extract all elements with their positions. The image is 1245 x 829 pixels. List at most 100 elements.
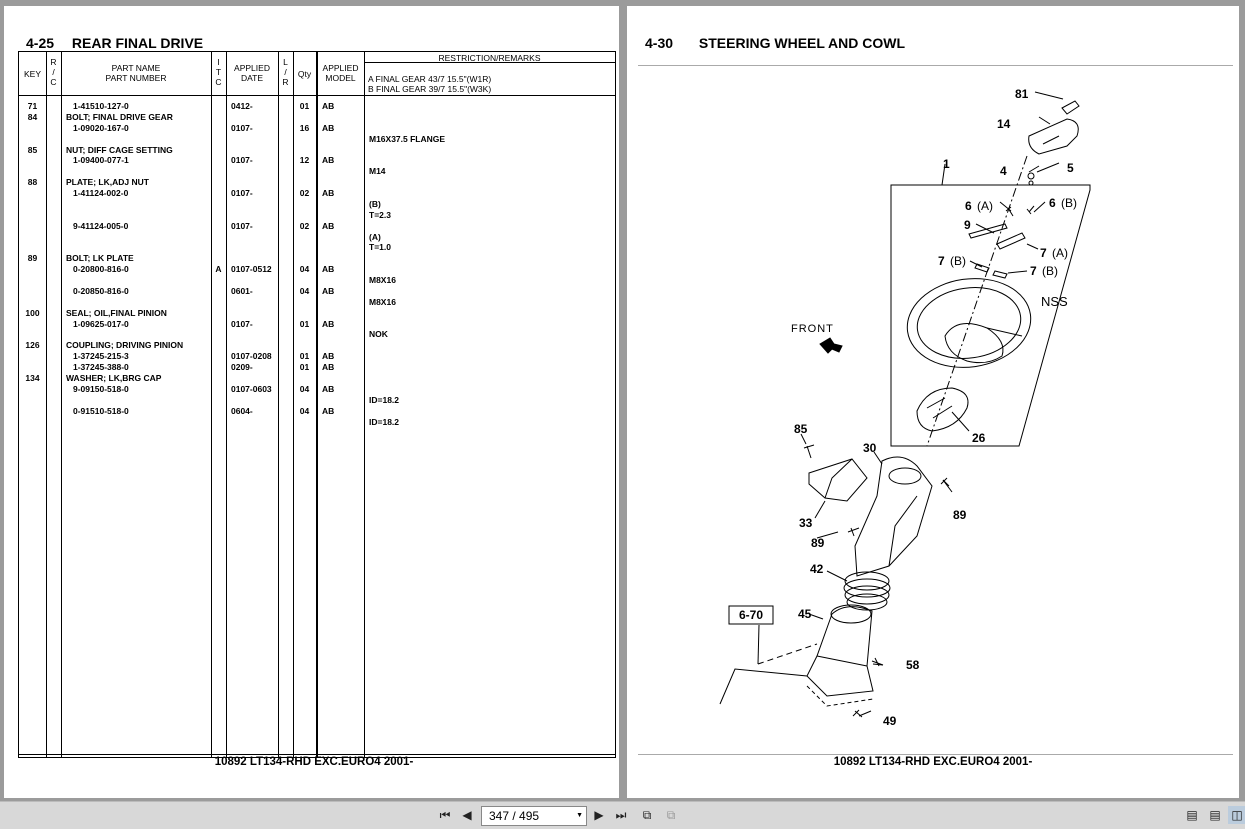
- left-section-number: 4-25: [26, 35, 55, 51]
- row-applied-date: 0209-: [231, 362, 253, 373]
- row-part-number: 9-41124-005-0: [73, 220, 129, 231]
- callout-6b: 6: [1049, 196, 1056, 210]
- row-part-number: 1-41124-002-0: [73, 188, 129, 199]
- callout-58: 58: [906, 658, 920, 672]
- row-key: 71: [27, 101, 38, 111]
- callout-7a: 7: [1040, 246, 1047, 260]
- row-applied-date: 0604-: [231, 405, 253, 416]
- callout-7b-right-variant: (B): [1042, 264, 1058, 278]
- first-page-icon[interactable]: ⏮: [439, 808, 451, 822]
- row-applied-date: 0107-0512: [231, 264, 272, 275]
- ref-box-6-70: [728, 605, 774, 625]
- fit-width-icon[interactable]: ⧉: [666, 808, 676, 822]
- callout-42: 42: [810, 562, 824, 576]
- row-part-name: SEAL; OIL,FINAL PINION: [66, 307, 167, 318]
- chevron-down-icon: ▼: [576, 812, 583, 819]
- callout-85: 85: [794, 422, 808, 436]
- row-applied-date: 0107-: [231, 188, 253, 199]
- right-section-heading: 4-30 STEERING WHEEL AND COWL: [645, 35, 905, 51]
- row-applied-model: AB: [322, 318, 335, 329]
- row-remark: T=1.0: [369, 242, 391, 253]
- row-qty: 16: [299, 122, 310, 133]
- row-applied-model: AB: [322, 101, 335, 111]
- last-page-icon[interactable]: ⏭: [615, 808, 627, 822]
- left-footer: 10892 LT134-RHD EXC.EURO4 2001-: [214, 756, 414, 768]
- next-page-icon[interactable]: ▶: [594, 808, 604, 822]
- right-footer: 10892 LT134-RHD EXC.EURO4 2001-: [833, 756, 1033, 768]
- row-applied-model: AB: [322, 285, 335, 296]
- header-rc: R/C: [50, 57, 57, 87]
- header-part: PART NAME PART NUMBER: [61, 63, 211, 83]
- callout-6a-variant: (A): [977, 199, 993, 213]
- row-applied-date: 0107-: [231, 122, 253, 133]
- row-applied-date: 0107-: [231, 155, 253, 166]
- row-part-number: 0-20800-816-0: [73, 264, 129, 275]
- row-applied-model: AB: [322, 264, 335, 275]
- header-lr: L/R: [282, 57, 289, 87]
- row-qty: 04: [299, 285, 310, 296]
- row-applied-model: AB: [322, 405, 335, 416]
- callout-6a: 6: [965, 199, 972, 213]
- callout-33: 33: [799, 516, 813, 530]
- row-applied-date: 0107-: [231, 318, 253, 329]
- callout-7a-variant: (A): [1052, 246, 1068, 260]
- row-part-number: 1-09020-167-0: [73, 122, 129, 133]
- row-remark: (B): [369, 198, 381, 209]
- left-section-title: REAR FINAL DRIVE: [71, 35, 204, 51]
- row-part-number: 0-91510-518-0: [73, 405, 129, 416]
- row-key: 126: [25, 340, 40, 351]
- header-remarks: A FINAL GEAR 43/7 15.5"(W1R)B FINAL GEAR…: [368, 74, 492, 94]
- callout-26: 26: [972, 431, 986, 445]
- prev-page-icon[interactable]: ◀: [462, 808, 472, 822]
- two-page-icon[interactable]: ◫: [1228, 806, 1245, 824]
- left-section-heading: 4-25 REAR FINAL DRIVE: [26, 35, 203, 51]
- page-indicator: 347 / 495: [489, 809, 540, 823]
- single-page-icon[interactable]: ▤: [1186, 808, 1198, 822]
- callout-45: 45: [798, 607, 812, 621]
- front-label: FRONT: [791, 323, 834, 335]
- callout-30: 30: [863, 441, 877, 455]
- row-applied-model: AB: [322, 362, 335, 373]
- callout-5: 5: [1067, 161, 1074, 175]
- row-applied-model: AB: [322, 122, 335, 133]
- callout-1: 1: [943, 157, 950, 171]
- row-key: 88: [27, 177, 38, 188]
- row-applied-date: 0107-: [231, 220, 253, 231]
- row-remark: T=2.3: [369, 209, 391, 220]
- row-qty: 01: [299, 101, 310, 111]
- row-remark: M8X16: [369, 296, 396, 307]
- callout-89-right: 89: [953, 508, 967, 522]
- callout-81: 81: [1015, 87, 1029, 101]
- row-key: 84: [27, 111, 38, 122]
- continuous-icon[interactable]: ▤: [1209, 808, 1221, 822]
- row-applied-date: 0412-: [231, 101, 253, 111]
- callout-9: 9: [964, 218, 971, 232]
- callout-4: 4: [1000, 164, 1007, 178]
- row-qty: 04: [299, 383, 310, 394]
- row-qty: 02: [299, 220, 310, 231]
- callout-14: 14: [997, 117, 1011, 131]
- row-qty: 12: [299, 155, 310, 166]
- row-part-name: PLATE; LK,ADJ NUT: [66, 177, 149, 188]
- header-qty: Qty: [297, 69, 312, 79]
- header-key: KEY: [23, 69, 41, 79]
- row-applied-date: 0107-0603: [231, 383, 272, 394]
- fit-page-icon[interactable]: ⧉: [642, 808, 652, 822]
- right-page: 4-30 STEERING WHEEL AND COWL: [627, 6, 1239, 798]
- row-part-number: 1-37245-388-0: [73, 362, 129, 373]
- row-applied-model: AB: [322, 155, 335, 166]
- callout-89-left: 89: [811, 536, 825, 550]
- row-part-number: 0-20850-816-0: [73, 285, 129, 296]
- row-remark: (A): [369, 231, 381, 242]
- row-part-name: BOLT; LK PLATE: [66, 253, 134, 264]
- page-number-select[interactable]: 347 / 495 ▼: [481, 806, 587, 826]
- row-remark: M8X16: [369, 275, 396, 286]
- row-applied-model: AB: [322, 220, 335, 231]
- row-part-name: NUT; DIFF CAGE SETTING: [66, 144, 173, 155]
- row-remark: ID=18.2: [369, 416, 400, 427]
- row-qty: 01: [299, 318, 310, 329]
- row-key: 100: [25, 307, 40, 318]
- row-part-name: WASHER; LK,BRG CAP: [66, 373, 162, 383]
- header-part-name: PART NAME: [111, 63, 161, 73]
